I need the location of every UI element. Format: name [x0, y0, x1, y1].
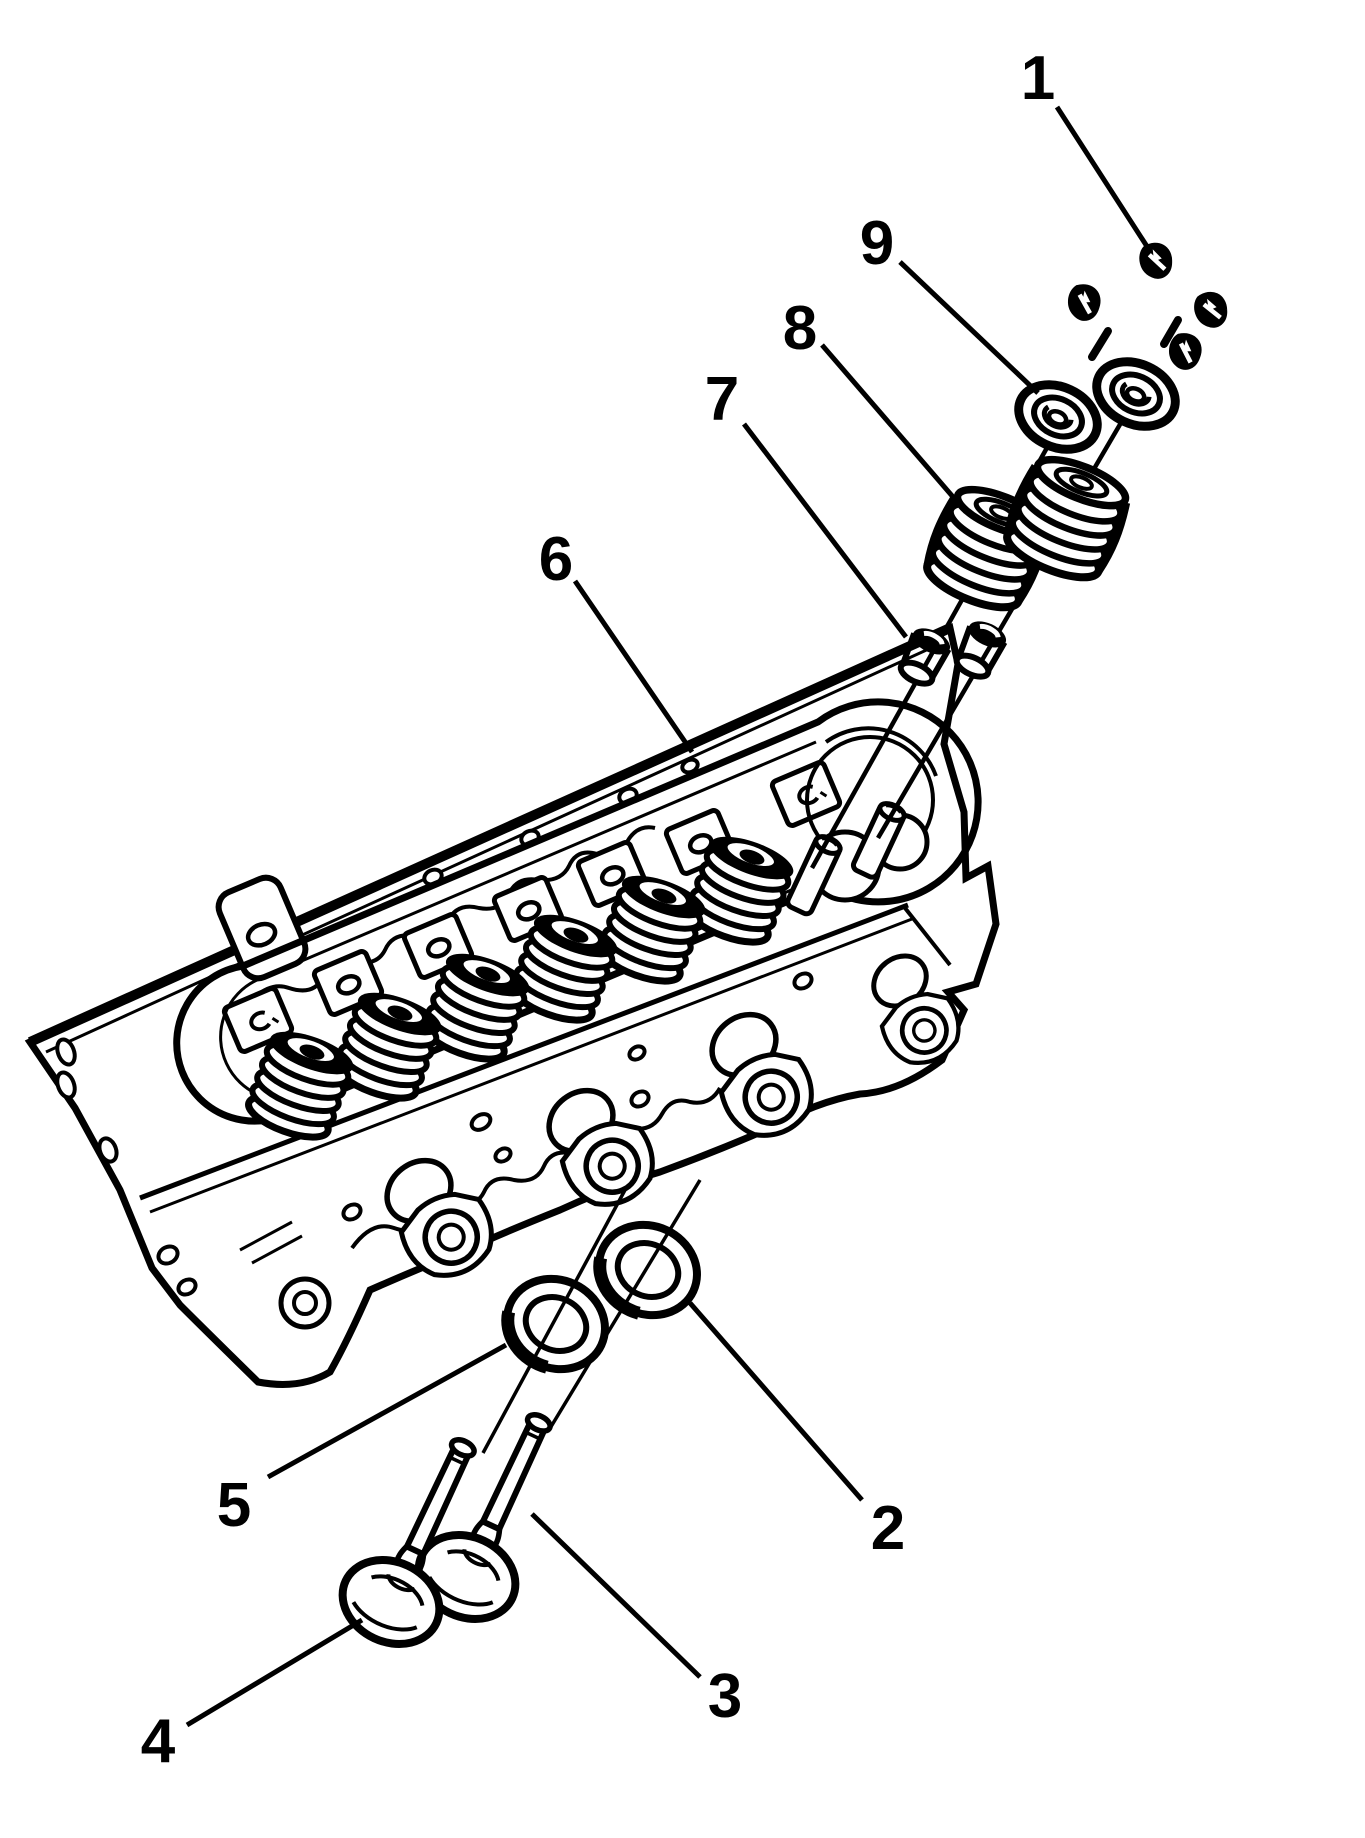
callout-labels: 1 9 8 7 6 5 4 2 3	[141, 44, 1055, 1776]
callout-6-label: 6	[539, 525, 573, 594]
callout-3-label: 3	[708, 1662, 742, 1731]
valve-keeper-front-right	[1140, 243, 1172, 278]
callout-9-label: 9	[860, 209, 894, 278]
cylinder-head	[24, 623, 1000, 1388]
exploded-valve-stacks	[810, 243, 1228, 870]
valve-keeper-front-left	[1067, 284, 1102, 322]
callout-1-label: 1	[1021, 44, 1055, 113]
callout-4-label: 4	[141, 1707, 176, 1776]
exhaust-ports	[278, 984, 969, 1330]
callout-3-leader	[530, 1512, 702, 1679]
callout-6-leader	[572, 579, 695, 754]
callout-5-label: 5	[217, 1471, 251, 1540]
callout-2-label: 2	[871, 1494, 905, 1563]
callout-7-label: 7	[705, 365, 739, 434]
callout-2-leader	[688, 1301, 864, 1502]
valve-keeper-rear-right	[1194, 292, 1228, 329]
callout-5-leader	[266, 1342, 508, 1480]
callout-leaders	[185, 105, 1151, 1728]
callout-8-label: 8	[783, 294, 817, 363]
callout-1-leader	[1054, 105, 1151, 250]
head-back-edge	[27, 623, 953, 1047]
callout-9-leader	[898, 260, 1040, 395]
callout-4-leader	[185, 1617, 364, 1728]
callout-7-leader	[742, 422, 908, 639]
exploded-valves	[329, 1179, 712, 1659]
head-left-tab	[215, 874, 309, 982]
valve-keeper-rear-left	[1167, 332, 1203, 370]
callout-8-leader	[820, 343, 968, 514]
deck-front-edge	[139, 902, 909, 1201]
